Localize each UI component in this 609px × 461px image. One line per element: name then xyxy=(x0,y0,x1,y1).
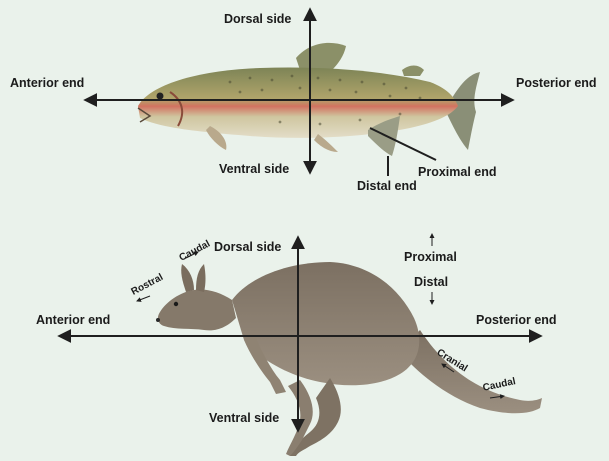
fish-dorsal-label: Dorsal side xyxy=(224,13,291,26)
kangaroo-proximal-label: Proximal xyxy=(404,251,457,264)
kangaroo-illustration xyxy=(156,262,542,456)
kangaroo-posterior-label: Posterior end xyxy=(476,314,557,327)
fish-posterior-label: Posterior end xyxy=(516,77,597,90)
rostral-small-arrow xyxy=(137,296,150,301)
fish-ventral-label: Ventral side xyxy=(219,163,289,176)
kangaroo-anterior-label: Anterior end xyxy=(36,314,110,327)
kangaroo-ventral-label: Ventral side xyxy=(209,412,279,425)
kangaroo-distal-label: Distal xyxy=(414,276,448,289)
fish-anterior-label: Anterior end xyxy=(10,77,84,90)
fish-distal-label: Distal end xyxy=(357,180,417,193)
fish-proximal-label: Proximal end xyxy=(418,166,497,179)
kangaroo-dorsal-label: Dorsal side xyxy=(214,241,281,254)
